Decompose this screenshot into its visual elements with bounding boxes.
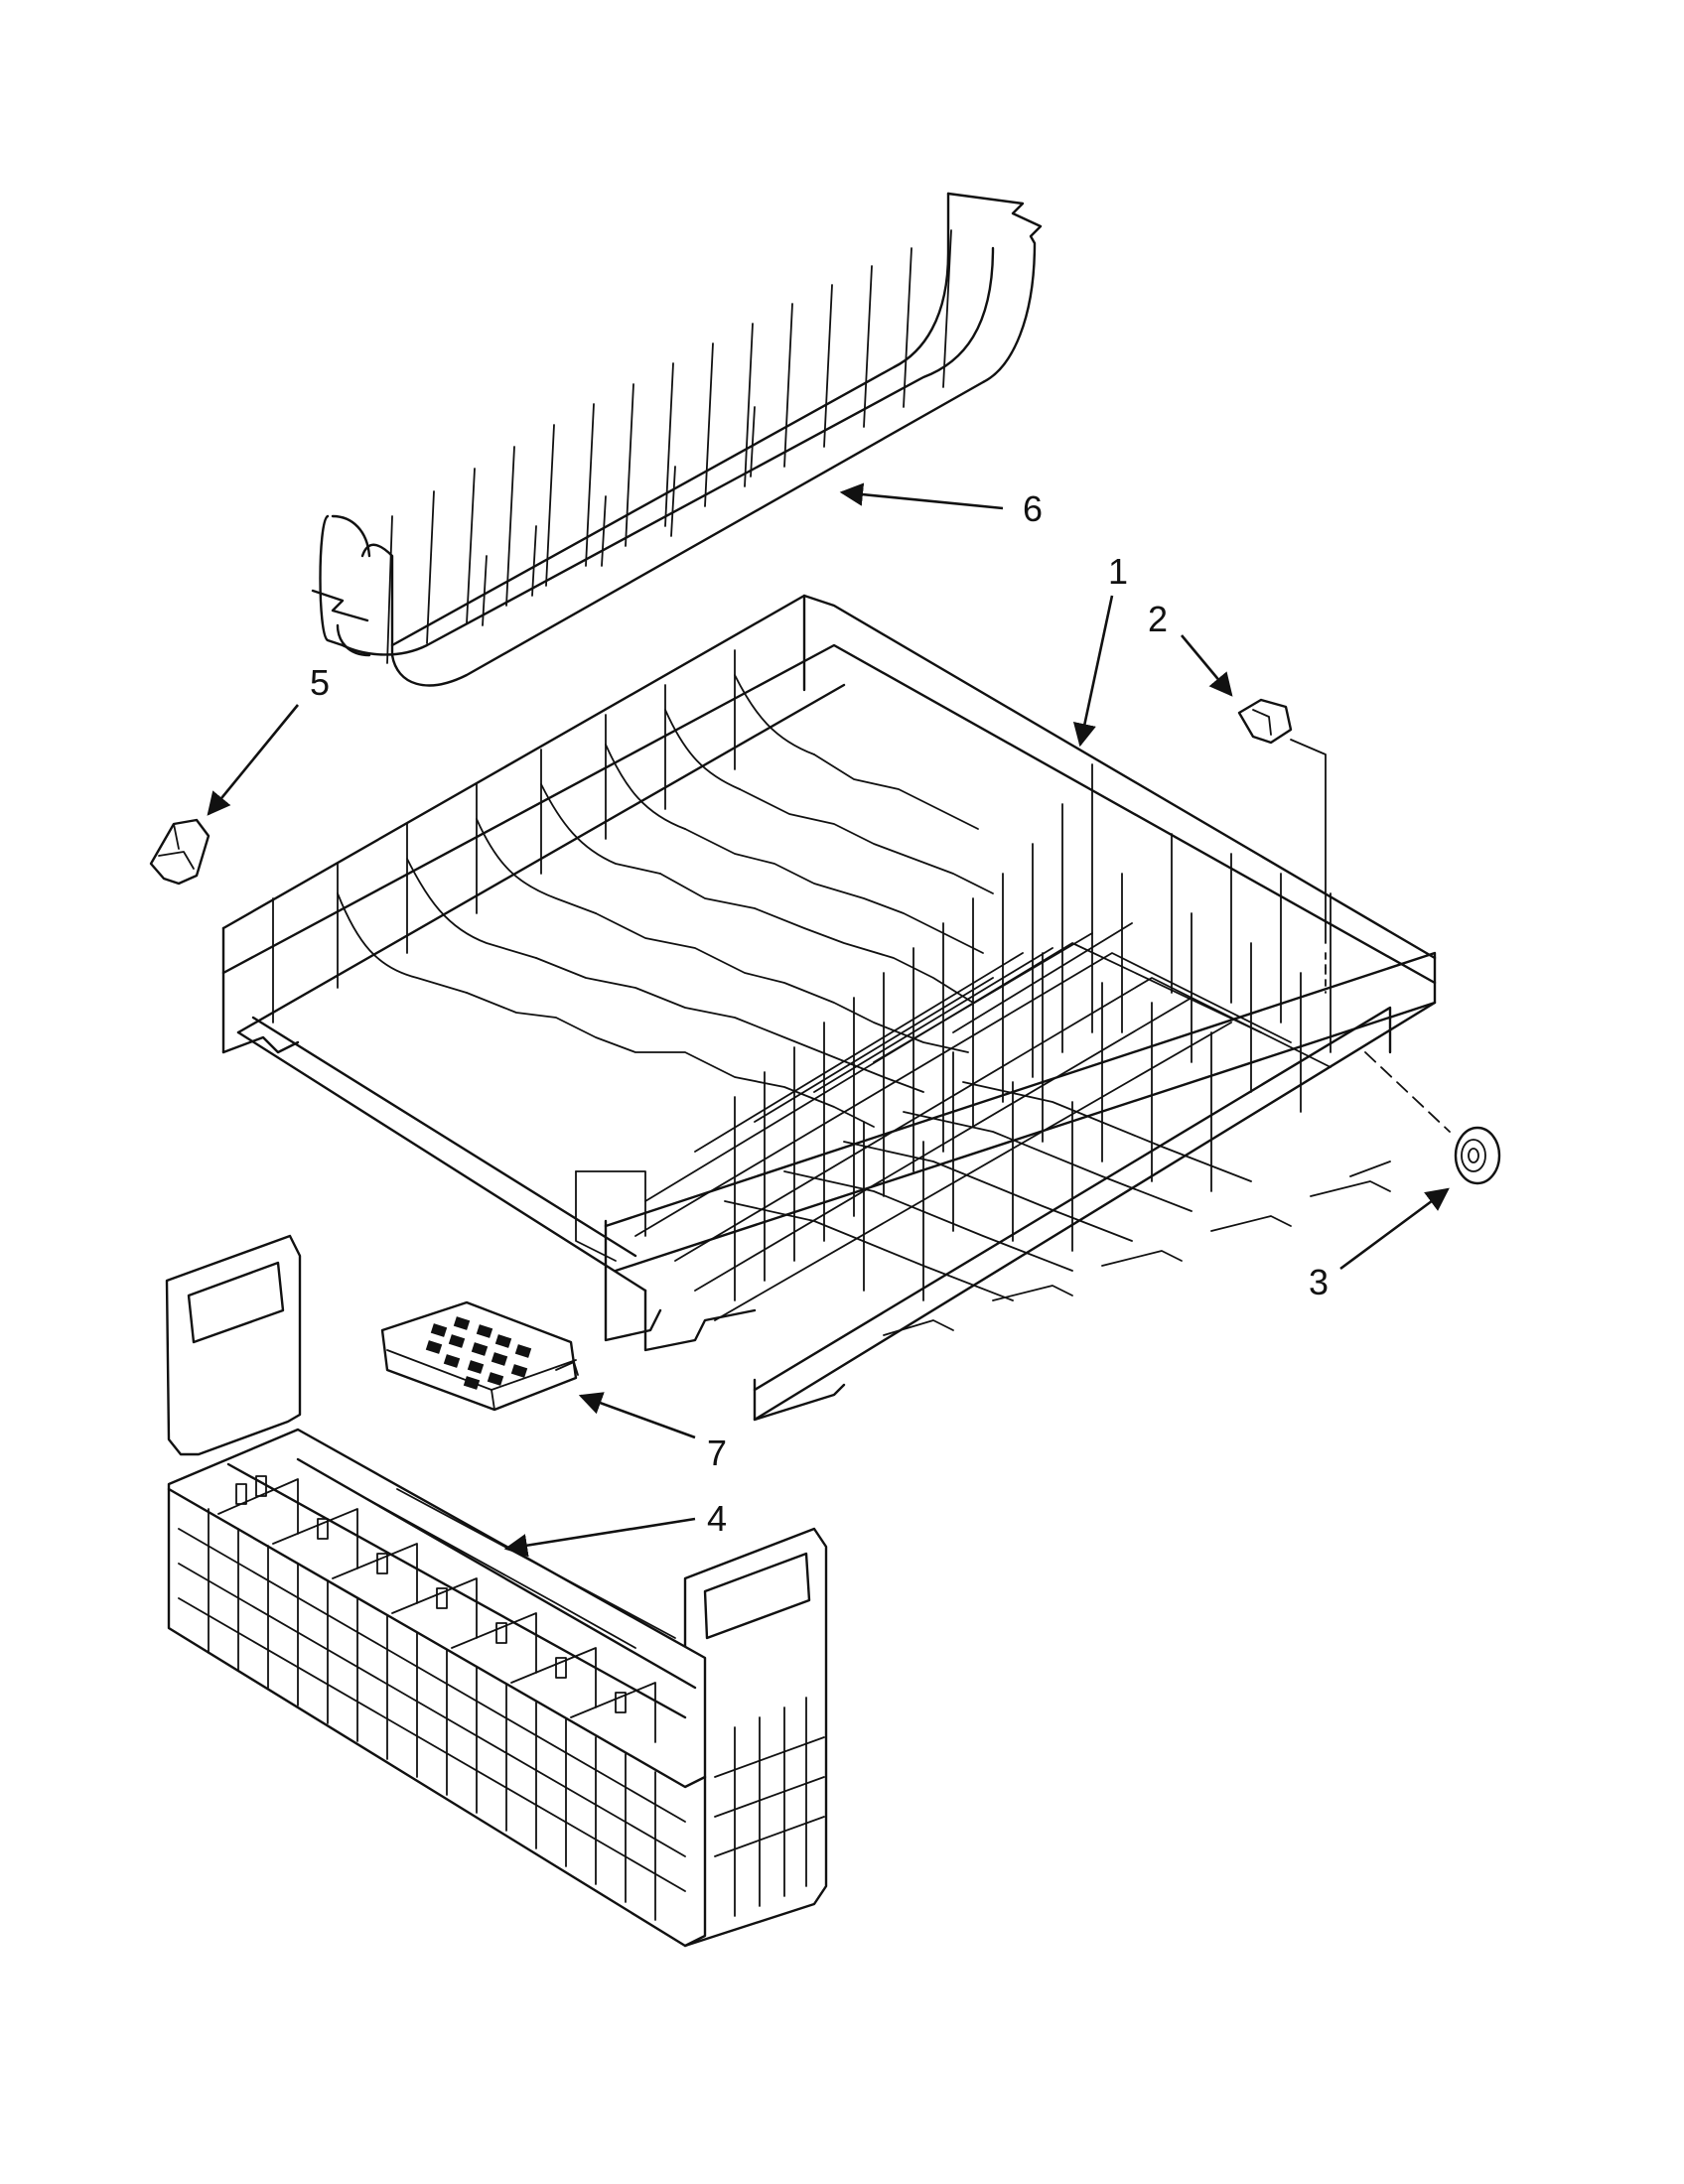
callout-5: 5 <box>207 662 330 816</box>
callout-2-label: 2 <box>1148 599 1168 639</box>
callout-6: 6 <box>839 482 1043 529</box>
rack-tine-grid <box>634 763 1332 1321</box>
tine-row-tines <box>386 229 952 664</box>
basket-lid-part <box>380 1300 579 1412</box>
wheel-guide-line <box>1364 1051 1451 1133</box>
callout-1-label: 1 <box>1108 551 1128 592</box>
basket-lid-holes <box>425 1316 532 1390</box>
callout-5-label: 5 <box>310 662 330 703</box>
basket-compartments <box>217 1475 676 1743</box>
rack-bottom-feet <box>575 1160 1391 1336</box>
basket-right-grid <box>714 1697 825 1917</box>
callout-4-label: 4 <box>707 1498 727 1539</box>
lower-rack-part <box>221 594 1437 1422</box>
rack-wheel-part <box>1454 1126 1501 1185</box>
tine-row-part <box>311 192 1043 687</box>
callout-2: 2 <box>1148 599 1233 697</box>
rack-clip-left-part <box>149 818 210 886</box>
rack-clip-part <box>1237 698 1327 994</box>
callout-4: 4 <box>503 1498 727 1558</box>
callout-1: 1 <box>1072 551 1128 748</box>
callout-6-label: 6 <box>1023 488 1043 529</box>
basket-front-grid <box>178 1508 686 1921</box>
silverware-basket-part <box>165 1234 828 1948</box>
rack-left-wall <box>272 649 736 1024</box>
callout-3: 3 <box>1309 1187 1450 1302</box>
callout-3-label: 3 <box>1309 1262 1329 1302</box>
callout-7-label: 7 <box>707 1433 727 1473</box>
callout-7: 7 <box>578 1392 727 1473</box>
